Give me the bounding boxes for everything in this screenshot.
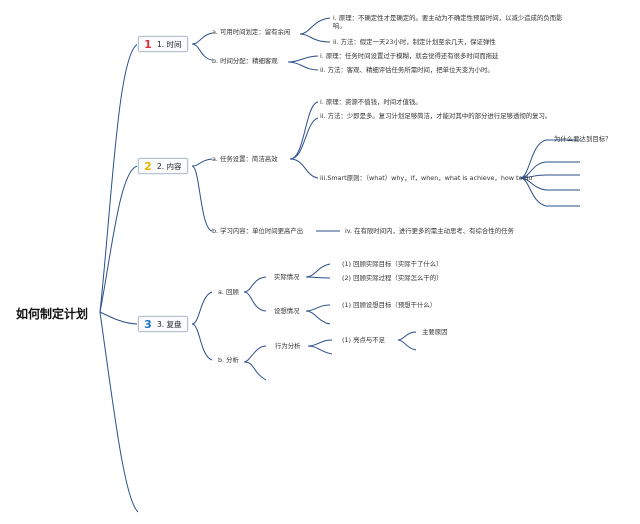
connector-content-a-iii: [289, 158, 319, 179]
connector-root-review: [99, 311, 139, 325]
root-topic[interactable]: 如何制定计划: [16, 307, 89, 321]
branch-time-label: 1. 时间: [157, 39, 182, 49]
main-reason-item[interactable]: 主要原因: [422, 328, 448, 336]
connector-review-b-behavior: [243, 345, 267, 363]
connector-time-a-i: [299, 17, 331, 35]
connector-time-b-i: [287, 55, 319, 63]
connector-content-a-i: [289, 101, 319, 160]
study-content-point[interactable]: iv. 在有限时间内，进行更多的需主动思考、有综合性的任务: [345, 227, 514, 235]
time-allocation-principle[interactable]: i. 原理：任务时间设置过于模糊，就会觉得还有很多时间而拖延: [320, 52, 499, 60]
connector-time-a-ii: [299, 33, 331, 43]
connector-root-time: [99, 43, 139, 313]
connector-content-a: [191, 158, 213, 167]
branch-review[interactable]: 3 3. 复盘: [138, 316, 188, 332]
smart-why-note[interactable]: 为什么要达到目标？: [554, 135, 612, 143]
connector-review-a-actual: [243, 276, 267, 293]
number-two-icon: 2: [144, 159, 152, 173]
behavior-analysis-node[interactable]: 行为分析: [275, 342, 301, 350]
task-setting-node[interactable]: a. 任务设置：简洁高效: [212, 155, 278, 163]
task-principle[interactable]: i. 原理：资源不值钱，时间才值钱。: [320, 98, 422, 106]
connector-review-a: [191, 291, 213, 325]
connector-time-a: [191, 32, 213, 45]
connector-root-extra: [99, 311, 139, 513]
branch-content[interactable]: 2 2. 内容: [138, 158, 188, 174]
imagined-goal-item[interactable]: (1) 回顾设想目标（预想干什么）: [342, 301, 437, 309]
branch-review-label: 3. 复盘: [157, 319, 182, 329]
review-recall-node[interactable]: a. 回顾: [218, 288, 239, 296]
smart-principle[interactable]: iii.Smart原则：（what）why，if，when，what is ac…: [320, 174, 533, 182]
imagined-situation-node[interactable]: 设想情况: [274, 307, 300, 315]
connector-content-b: [191, 165, 213, 232]
branch-content-label: 2. 内容: [157, 161, 182, 171]
connector-review-b: [191, 323, 213, 361]
actual-goal-item[interactable]: (1) 回顾实际目标（实际干了什么）: [342, 260, 443, 268]
connector-content-a-ii: [289, 117, 319, 160]
connector-smart-1: [519, 139, 547, 179]
number-one-icon: 1: [144, 37, 152, 51]
connector-review-a-imagined: [243, 291, 267, 312]
time-allocation-node[interactable]: b. 时间分配：精细客观: [212, 57, 278, 65]
time-available-node[interactable]: a. 可用时间划定：留有余闲: [212, 28, 291, 36]
highlights-shortfalls-item[interactable]: (1) 亮点与不足: [342, 336, 386, 344]
connector-root-content: [99, 165, 139, 313]
time-available-principle[interactable]: i. 原理：不确定性才是确定的。要主动为不确定性预留时间，以减少造成的负而影响。: [333, 14, 563, 30]
number-three-icon: 3: [144, 317, 152, 331]
study-content-node[interactable]: b. 学习内容：单位时间更高产出: [212, 227, 304, 235]
time-available-method[interactable]: ii. 方法：假定一天23小时，制定计划至余几天，保证弹性: [333, 38, 496, 46]
task-method[interactable]: ii. 方法：少即是多。复习计划足够简洁，才能对其中的部分进行足够透彻的复习。: [320, 112, 552, 120]
branch-time[interactable]: 1 1. 时间: [138, 36, 188, 52]
connector-time-b: [191, 43, 213, 61]
time-allocation-method[interactable]: ii. 方法：客观、精细评估任务所需时间，把单位天变为小时。: [320, 66, 494, 74]
review-analysis-node[interactable]: b. 分析: [218, 356, 239, 364]
actual-situation-node[interactable]: 实际情况: [274, 273, 300, 281]
actual-process-item[interactable]: (2) 回顾实际过程（实际怎么干的）: [342, 274, 443, 282]
connector-time-b-ii: [287, 61, 319, 71]
